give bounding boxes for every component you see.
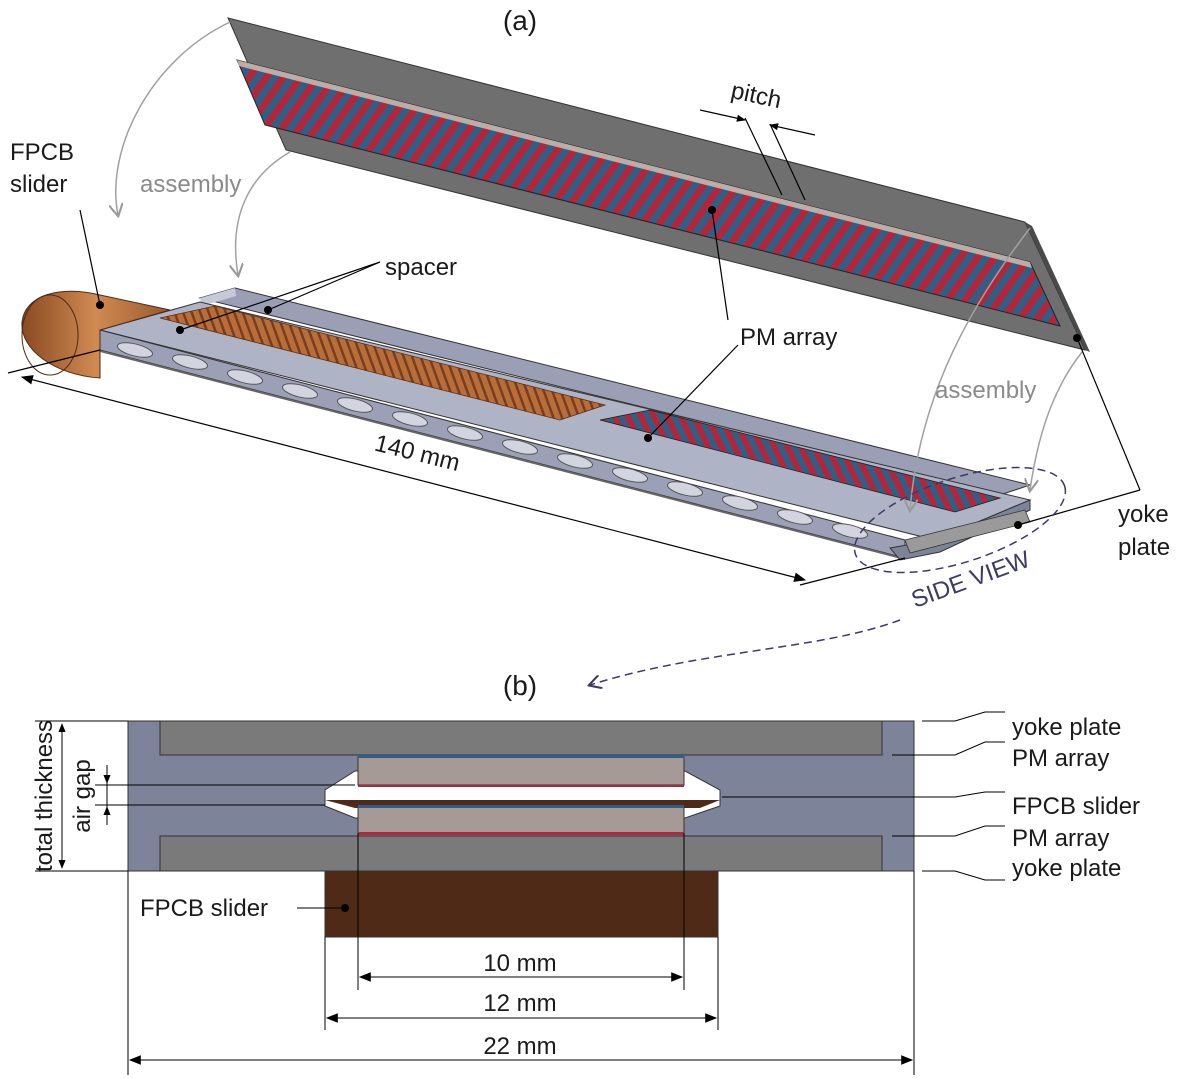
- fpcb-slider-label-a2: slider: [10, 171, 67, 198]
- section-bottom-pm: [357, 806, 685, 834]
- panel-label-a: (a): [503, 5, 537, 36]
- panel-label-b: (b): [503, 670, 537, 701]
- fpcb-slider-label-a1: FPCB: [10, 139, 74, 166]
- assembly-label-left: assembly: [140, 171, 241, 198]
- pm-array-top-label: PM array: [1012, 745, 1109, 772]
- fpcb-slider-mid-label: FPCB slider: [1012, 793, 1140, 820]
- leader-dots-a: [96, 206, 1081, 529]
- yoke-plate-label-a2: plate: [1118, 534, 1170, 561]
- fpcb-curl-opening: [21, 294, 79, 376]
- section-bottom-pm-red: [358, 832, 684, 835]
- length-dimension: [7, 349, 906, 586]
- dim-22-label: 22 mm: [483, 1033, 556, 1060]
- section-fpcb-block: [324, 870, 719, 938]
- pm-array-bottom-label: PM array: [1012, 825, 1109, 852]
- side-view-label: SIDE VIEW: [908, 546, 1034, 614]
- top-pm-array: [236, 59, 1061, 327]
- pitch-dimension: [699, 109, 816, 201]
- assembly-label-right: assembly: [935, 377, 1036, 404]
- side-view-ellipse: [853, 466, 1067, 574]
- total-thickness-label: total thickness: [31, 720, 58, 872]
- fpcb-slider-left-label: FPCB slider: [140, 895, 268, 922]
- top-pm-edge: [237, 60, 1032, 268]
- air-gap-label: air gap: [69, 759, 96, 832]
- section-bottom-yoke: [159, 835, 883, 872]
- section-top-yoke: [159, 720, 883, 756]
- pitch-label: pitch: [729, 77, 784, 114]
- top-yoke-edge: [1025, 222, 1090, 352]
- fpcb-leader-dot: [341, 904, 349, 912]
- section-bottom-pm-blue: [358, 805, 684, 808]
- side-view-section: [127, 720, 915, 938]
- side-view-arrow: [590, 619, 901, 685]
- section-top-pm: [357, 756, 685, 786]
- top-yoke-assembly: [227, 17, 1090, 352]
- section-top-pm-blue: [358, 755, 684, 758]
- yoke-plate-label-a1: yoke: [1118, 501, 1169, 528]
- base-assembly: [21, 287, 1032, 561]
- leaders-a: [79, 209, 1141, 526]
- section-top-pm-red: [358, 785, 684, 787]
- yoke-plate-bottom-label: yoke plate: [1012, 855, 1121, 882]
- yoke-plate-top-label: yoke plate: [1012, 714, 1121, 741]
- leaders-b: [297, 711, 1005, 909]
- pm-array-label-a: PM array: [740, 324, 837, 351]
- rear-rail-top: [200, 288, 236, 306]
- spacer-label: spacer: [385, 254, 457, 281]
- dimensions-b: [35, 720, 915, 1075]
- dim-10-label: 10 mm: [483, 950, 556, 977]
- assembly-arrows: [116, 21, 1083, 510]
- dim-12-label: 12 mm: [483, 990, 556, 1017]
